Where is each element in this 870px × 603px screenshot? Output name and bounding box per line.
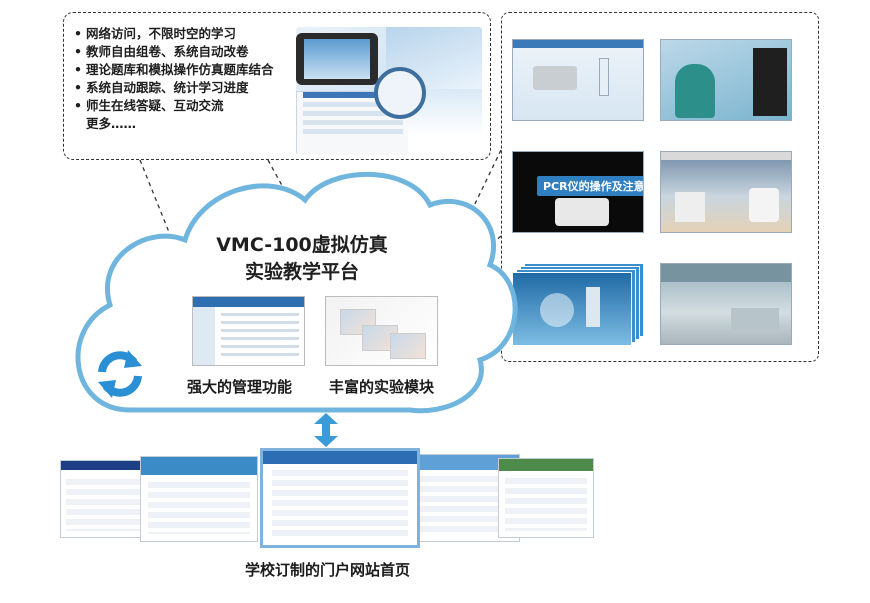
bullet-icon: •	[74, 44, 82, 59]
portal-site-main-thumbnail	[260, 448, 420, 548]
pcr-device-image	[555, 198, 609, 226]
cleanroom-simulation-thumbnail	[660, 263, 792, 345]
bullet-icon: •	[74, 80, 82, 95]
balance-simulation-thumbnail	[512, 39, 644, 121]
feature-item: •理论题库和模拟操作仿真题库结合	[74, 62, 274, 77]
bullet-icon: •	[74, 26, 82, 41]
feature-item: •网络访问，不限时空的学习	[74, 26, 237, 41]
experiments-label: 丰富的实验模块	[329, 378, 435, 396]
portal-websites-collage	[50, 448, 600, 548]
bullet-icon: •	[74, 62, 82, 77]
elearning-collage-image	[296, 27, 482, 155]
feature-item-more: 更多……	[86, 116, 137, 131]
feature-item: •系统自动跟踪、统计学习进度	[74, 80, 249, 95]
experiment-modules-image	[325, 296, 438, 366]
magnifier-icon	[374, 67, 426, 119]
feature-item: •教师自由组卷、系统自动改卷	[74, 44, 249, 59]
feature-item: •师生在线答疑、互动交流	[74, 98, 224, 113]
features-box: •网络访问，不限时空的学习 •教师自由组卷、系统自动改卷 •理论题库和模拟操作仿…	[63, 12, 491, 160]
portal-site-thumbnail	[60, 460, 152, 538]
tablet-image	[296, 33, 378, 85]
pcr-title-label: PCR仪的操作及注意事项	[537, 176, 643, 196]
portal-site-thumbnail	[140, 456, 258, 542]
microscope-simulation-thumbnail	[512, 263, 644, 346]
simulation-screens-box: PCR仪的操作及注意事项	[501, 12, 819, 362]
feature-list: •网络访问，不限时空的学习 •教师自由组卷、系统自动改卷 •理论题库和模拟操作仿…	[74, 25, 274, 133]
lab-bench-simulation-thumbnail	[660, 151, 792, 233]
portal-label: 学校订制的门户网站首页	[245, 561, 411, 579]
sync-icon	[98, 350, 142, 398]
management-screenshot-image	[192, 296, 305, 366]
bullet-icon: •	[74, 98, 82, 113]
bidirectional-arrow-icon	[314, 413, 338, 447]
management-label: 强大的管理功能	[187, 378, 293, 396]
portal-site-thumbnail	[498, 458, 594, 538]
pcr-simulation-thumbnail: PCR仪的操作及注意事项	[512, 151, 644, 233]
platform-title: VMC-100虚拟仿真 实验教学平台	[216, 234, 388, 283]
handwash-simulation-thumbnail	[660, 39, 792, 121]
